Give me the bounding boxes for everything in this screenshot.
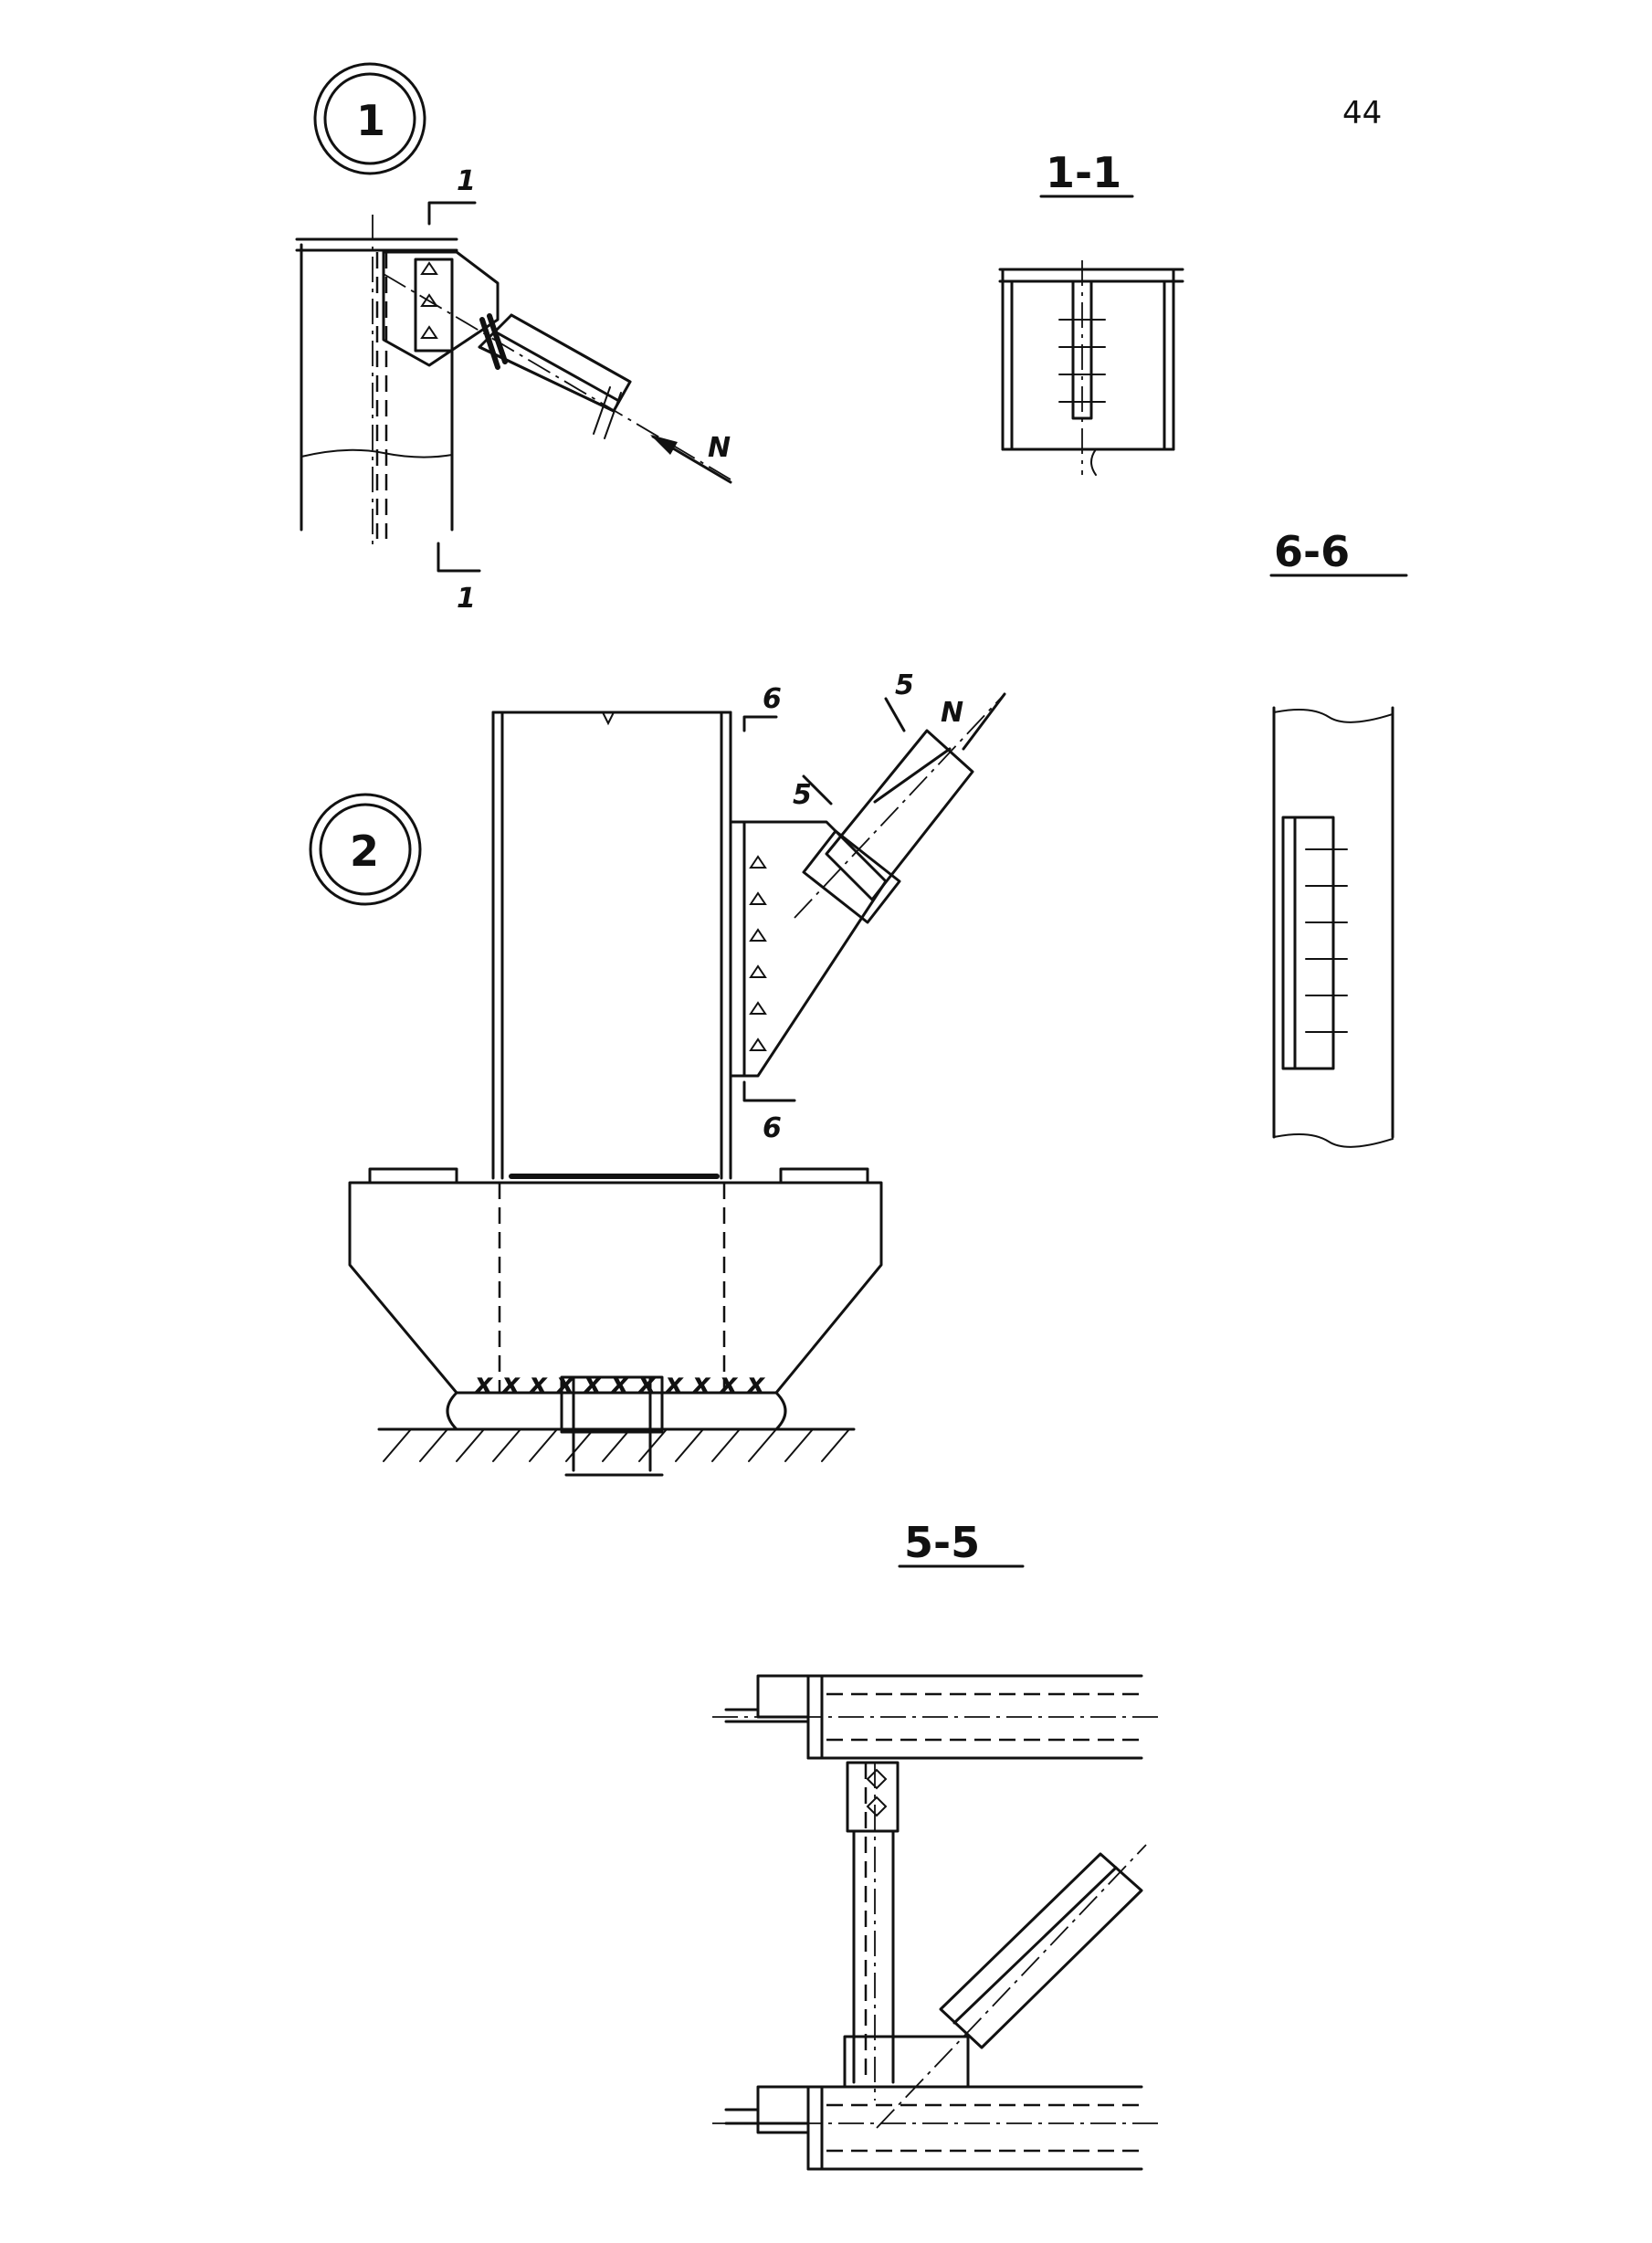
node-1-cut-top-label: 1	[457, 165, 476, 197]
node-2-elevation: N 5 5 6 6 x x x x x x x x x x x	[348, 669, 1006, 1477]
section-1-1: 1-1	[998, 148, 1184, 476]
section-5-5-title: 5-5	[904, 1518, 980, 1567]
node-2-label: 2	[350, 827, 379, 876]
node-1-callout: 1	[313, 62, 426, 175]
node-2-callout: 2	[309, 793, 422, 906]
node-1-label: 1	[356, 96, 385, 145]
section-5-5: 5-5	[712, 1518, 1160, 2171]
node-2-force-label: N	[941, 697, 963, 729]
node-1-cut-bottom-label: 1	[457, 583, 476, 615]
node-2-cut-5b-label: 5	[895, 669, 914, 701]
node-2-base-weld-marks: x x x x x x x x x x x	[473, 1368, 766, 1400]
node-2-cut-6b-label: 6	[763, 1112, 782, 1144]
node-1-elevation: N 1 1	[295, 165, 732, 615]
section-1-1-title: 1-1	[1046, 148, 1121, 197]
section-6-6-title: 6-6	[1274, 527, 1350, 576]
page-number: 44	[1342, 95, 1382, 132]
node-2-cut-6a-label: 6	[763, 683, 782, 715]
node-2-cut-5a-label: 5	[793, 779, 812, 811]
section-6-6: 6-6	[1269, 527, 1408, 1148]
node-1-force-label: N	[708, 432, 731, 464]
